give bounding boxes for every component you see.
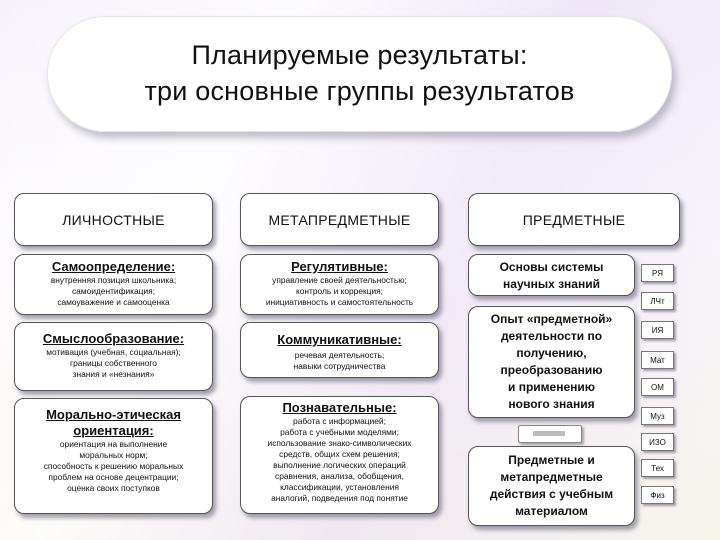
tab-math: Мат bbox=[641, 351, 674, 369]
meta-item-1-line-2: контроль и коррекция; bbox=[296, 286, 383, 296]
personal-meaning-formation: Смыслообразование: мотивация (учебная, с… bbox=[14, 322, 213, 391]
subject-item-2-line-2: деятельности по bbox=[500, 329, 603, 343]
tab-music: Муз bbox=[641, 407, 674, 425]
subject-item-1-line-2: научных знаний bbox=[503, 277, 600, 291]
subject-item-2-line-4: преобразованию bbox=[500, 363, 603, 377]
title-line-2: три основные группы результатов bbox=[144, 76, 575, 106]
tab-russian: РЯ bbox=[641, 264, 674, 282]
meta-item-1-title: Регулятивные: bbox=[291, 259, 388, 274]
personal-item-3-title-1: Морально-этическая bbox=[46, 407, 181, 422]
subject-item-2-line-1: Опыт «предметной» bbox=[490, 312, 613, 326]
tab-literary-reading: ЛЧт bbox=[641, 292, 674, 310]
meta-item-1-line-1: управление своей деятельностью; bbox=[272, 275, 407, 285]
meta-item-2-line-1: речевая деятельность; bbox=[294, 350, 385, 360]
subject-item-3-line-3: действия с учебным bbox=[489, 487, 614, 501]
personal-item-2-line-1: мотивация (учебная, социальная); bbox=[46, 347, 181, 357]
meta-item-2-line-2: навыки сотрудничества bbox=[293, 361, 386, 371]
subject-science-basics: Основы системы научных знаний bbox=[468, 254, 635, 296]
personal-item-1-line-2: самоидентификация; bbox=[71, 286, 156, 296]
personal-item-3-line-4: проблем на основе децентрации; bbox=[48, 472, 179, 482]
personal-item-3-line-3: способность к решению моральных bbox=[43, 461, 184, 471]
header-personal-label: ЛИЧНОСТНЫЕ bbox=[62, 211, 165, 228]
subject-item-3-line-1: Предметные и bbox=[508, 453, 595, 467]
tab-technology: Тех bbox=[641, 459, 674, 477]
personal-moral-ethical: Морально-этическая ориентация: ориентаци… bbox=[14, 398, 213, 514]
meta-cognitive: Познавательные: работа с информацией; ра… bbox=[240, 396, 439, 514]
meta-item-1-line-3: инициативность и самостоятельность bbox=[265, 297, 414, 307]
meta-communicative: Коммуникативные: речевая деятельность; н… bbox=[240, 322, 439, 378]
subject-item-3-line-2: метапредметные bbox=[500, 470, 603, 484]
personal-item-2-title: Смыслообразование: bbox=[42, 331, 185, 346]
header-subject: ПРЕДМЕТНЫЕ bbox=[468, 193, 680, 246]
subject-activity-experience: Опыт «предметной» деятельности по получе… bbox=[468, 306, 635, 418]
meta-item-3-line-8: аналогий, подведения под понятие bbox=[271, 493, 408, 503]
header-personal: ЛИЧНОСТНЫЕ bbox=[14, 193, 213, 246]
personal-item-2-line-2: границы собственного bbox=[70, 358, 157, 368]
meta-item-3-line-5: выполнение логических операций bbox=[273, 460, 406, 470]
personal-item-1-line-3: самоуважение и самооценка bbox=[57, 297, 170, 307]
connector-bar bbox=[518, 425, 582, 443]
meta-item-2-title: Коммуникативные: bbox=[277, 332, 402, 347]
subject-actions-with-material: Предметные и метапредметные действия с у… bbox=[468, 446, 635, 526]
meta-regulatory: Регулятивные: управление своей деятельно… bbox=[240, 254, 439, 315]
meta-item-3-line-3: использование знако-символических bbox=[267, 438, 412, 448]
header-meta-label: МЕТАПРЕДМЕТНЫЕ bbox=[268, 211, 411, 228]
personal-self-determination: Самоопределение: внутренняя позиция школ… bbox=[14, 254, 213, 315]
tab-world-around: ОМ bbox=[641, 378, 674, 396]
title-card: Планируемые результаты: три основные гру… bbox=[47, 16, 672, 132]
header-subject-label: ПРЕДМЕТНЫЕ bbox=[522, 211, 626, 228]
subject-item-2-line-6: нового знания bbox=[508, 397, 595, 411]
tab-foreign-language: ИЯ bbox=[641, 321, 674, 339]
personal-item-2-line-3: знания и «незнания» bbox=[72, 369, 155, 379]
tab-art: ИЗО bbox=[641, 433, 674, 451]
subject-item-2-line-3: получению, bbox=[516, 346, 587, 360]
subject-item-1-line-1: Основы системы bbox=[499, 260, 604, 274]
personal-item-3-line-1: ориентация на выполнение bbox=[59, 439, 168, 449]
meta-item-3-line-1: работа с информацией; bbox=[293, 416, 386, 426]
header-meta: МЕТАПРЕДМЕТНЫЕ bbox=[240, 193, 439, 246]
meta-item-3-line-6: сравнения, анализа, обобщения, bbox=[275, 471, 404, 481]
meta-item-3-line-2: работа с учебными моделями; bbox=[280, 427, 399, 437]
meta-item-3-title: Познавательные: bbox=[282, 400, 397, 415]
meta-item-3-line-7: классификации, установления bbox=[280, 482, 399, 492]
subject-item-3-line-4: материалом bbox=[515, 504, 588, 518]
subject-item-2-line-5: и применению bbox=[507, 380, 595, 394]
personal-item-1-title: Самоопределение: bbox=[51, 259, 176, 274]
tab-physical-education: Физ bbox=[641, 486, 674, 504]
personal-item-3-title-2: ориентация: bbox=[73, 423, 154, 438]
title-line-1: Планируемые результаты: bbox=[191, 40, 528, 70]
meta-item-3-line-4: средств, общих схем решения; bbox=[279, 449, 400, 459]
personal-item-3-line-2: моральных норм; bbox=[79, 450, 148, 460]
personal-item-3-line-5: оценка своих поступков bbox=[67, 483, 160, 493]
personal-item-1-line-1: внутренняя позиция школьника; bbox=[50, 275, 177, 285]
